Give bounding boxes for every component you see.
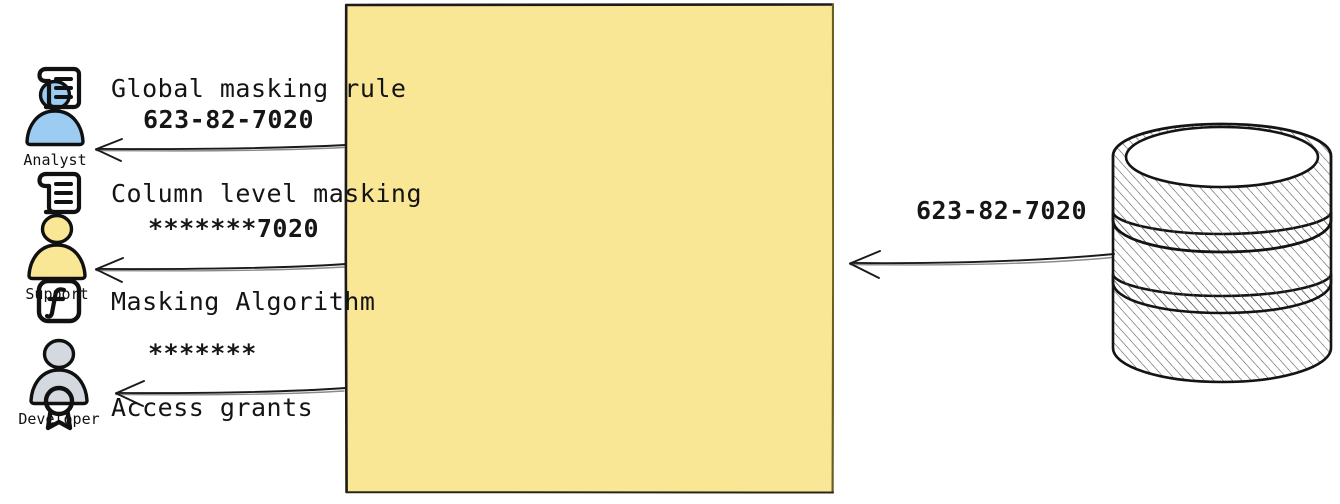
scroll-icon (37, 66, 82, 110)
rule-item-access-grants[interactable]: Access grants (33, 381, 313, 433)
arrow-left-icon (95, 257, 347, 283)
database-cylinder-icon (1111, 122, 1333, 384)
arrow-left-icon (95, 138, 347, 162)
flow-label-support: *******7020 (148, 214, 320, 243)
scroll-icon (37, 171, 82, 215)
rule-label: Masking Algorithm (111, 286, 376, 316)
rule-item-masking-algorithm[interactable]: Masking Algorithm (33, 275, 375, 327)
flow-label-developer: ******* (148, 339, 257, 368)
flow-label-analyst: 623-82-7020 (143, 105, 315, 134)
award-ribbon-icon (43, 385, 75, 431)
rule-label: Column level masking (111, 178, 423, 208)
persona-label: Analyst (23, 151, 87, 169)
rule-label: Global masking rule (111, 73, 407, 103)
rule-item-global-masking-rule[interactable]: Global masking rule (33, 62, 406, 114)
arrow-left-icon (849, 250, 1115, 279)
arrow-left-icon (115, 380, 347, 407)
function-icon (36, 278, 82, 324)
flow-label-source: 623-82-7020 (916, 196, 1088, 225)
persona-label: Developer (18, 410, 100, 428)
rule-item-column-level-masking[interactable]: Column level masking (33, 167, 422, 219)
rule-label: Access grants (111, 392, 314, 422)
person-icon (27, 213, 87, 281)
rules-panel (345, 4, 833, 493)
